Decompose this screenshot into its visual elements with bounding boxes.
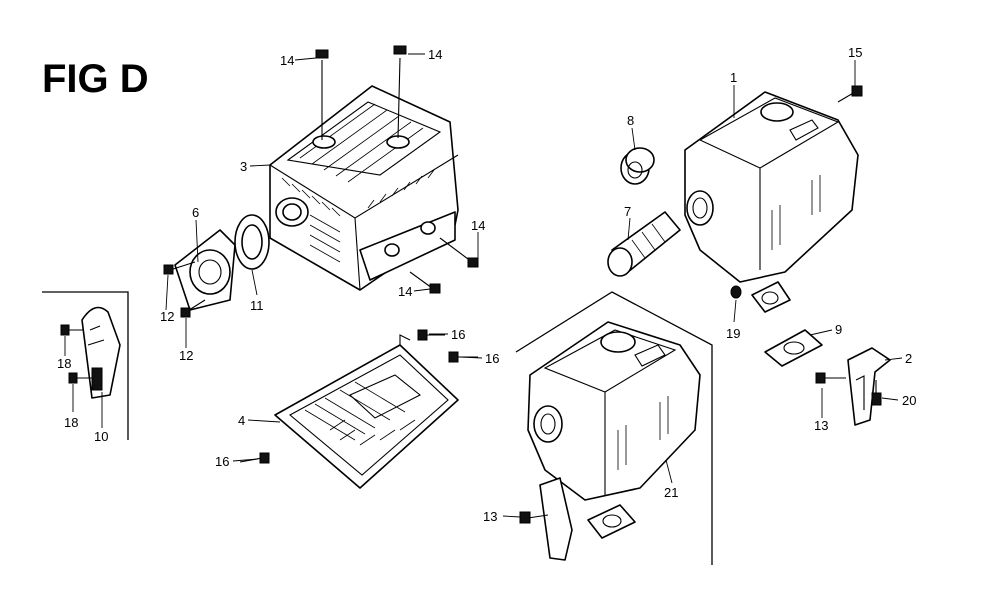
left-inset-frame [42, 291, 129, 440]
callout-9: 9 [835, 322, 842, 337]
callout-13: 13 [483, 509, 497, 524]
callout-16: 16 [451, 327, 465, 342]
bolt-13-bottom [519, 511, 549, 524]
callout-7: 7 [624, 204, 631, 219]
bolt-12-upper [163, 261, 196, 275]
arrester-screen-part-7 [607, 211, 681, 277]
callout-14: 14 [471, 218, 485, 233]
bolt-18-b [68, 372, 92, 384]
bolt-16-a [417, 329, 445, 341]
callout-12: 12 [160, 309, 174, 324]
bolt-14-top-left [315, 49, 329, 140]
callout-14: 14 [280, 53, 294, 68]
callout-19: 19 [726, 326, 740, 341]
gasket-part-19-area [730, 281, 791, 313]
callout-11: 11 [250, 298, 264, 313]
figure-title: FIG D [42, 57, 149, 101]
muffler-variant-frame [515, 291, 713, 565]
muffler-protector-part-3 [269, 85, 459, 291]
bolt-15 [837, 85, 863, 103]
callout-10: 10 [94, 429, 108, 444]
bracket-part-2 [847, 347, 891, 426]
muffler-part-21 [527, 321, 701, 561]
callout-14: 14 [398, 284, 412, 299]
callout-8: 8 [627, 113, 634, 128]
callout-13: 13 [814, 418, 828, 433]
callout-12: 12 [179, 348, 193, 363]
bolt-16-c [239, 452, 270, 464]
callout-14: 14 [428, 47, 442, 62]
callout-2: 2 [905, 351, 912, 366]
gasket-part-11 [234, 214, 270, 270]
end-cap-part-6 [174, 229, 236, 311]
gasket-part-9 [764, 329, 823, 367]
heat-shield-part-4 [274, 334, 459, 489]
callout-16: 16 [485, 351, 499, 366]
nut-20 [871, 380, 882, 406]
callout-labels: 14 14 3 14 14 6 11 12 12 16 16 4 16 18 1… [57, 45, 916, 524]
muffler-part-1 [684, 91, 859, 283]
bracket-part-10 [81, 306, 121, 399]
bolt-14-top-right [393, 45, 407, 139]
callout-4: 4 [238, 413, 245, 428]
callout-15: 15 [848, 45, 862, 60]
callout-18: 18 [64, 415, 78, 430]
bolt-12-lower [180, 299, 206, 318]
bolt-13-right [815, 372, 846, 384]
leader-lines [64, 53, 903, 518]
bolt-14-bottom [409, 271, 441, 294]
callout-3: 3 [240, 159, 247, 174]
callout-18: 18 [57, 356, 71, 371]
arrester-cap-part-8 [620, 147, 655, 185]
callout-16: 16 [215, 454, 229, 469]
bolt-18-a [60, 324, 84, 336]
callout-21: 21 [664, 485, 678, 500]
callout-6: 6 [192, 205, 199, 220]
bolt-14-right [439, 237, 479, 268]
callout-20: 20 [902, 393, 916, 408]
callout-1: 1 [730, 70, 737, 85]
